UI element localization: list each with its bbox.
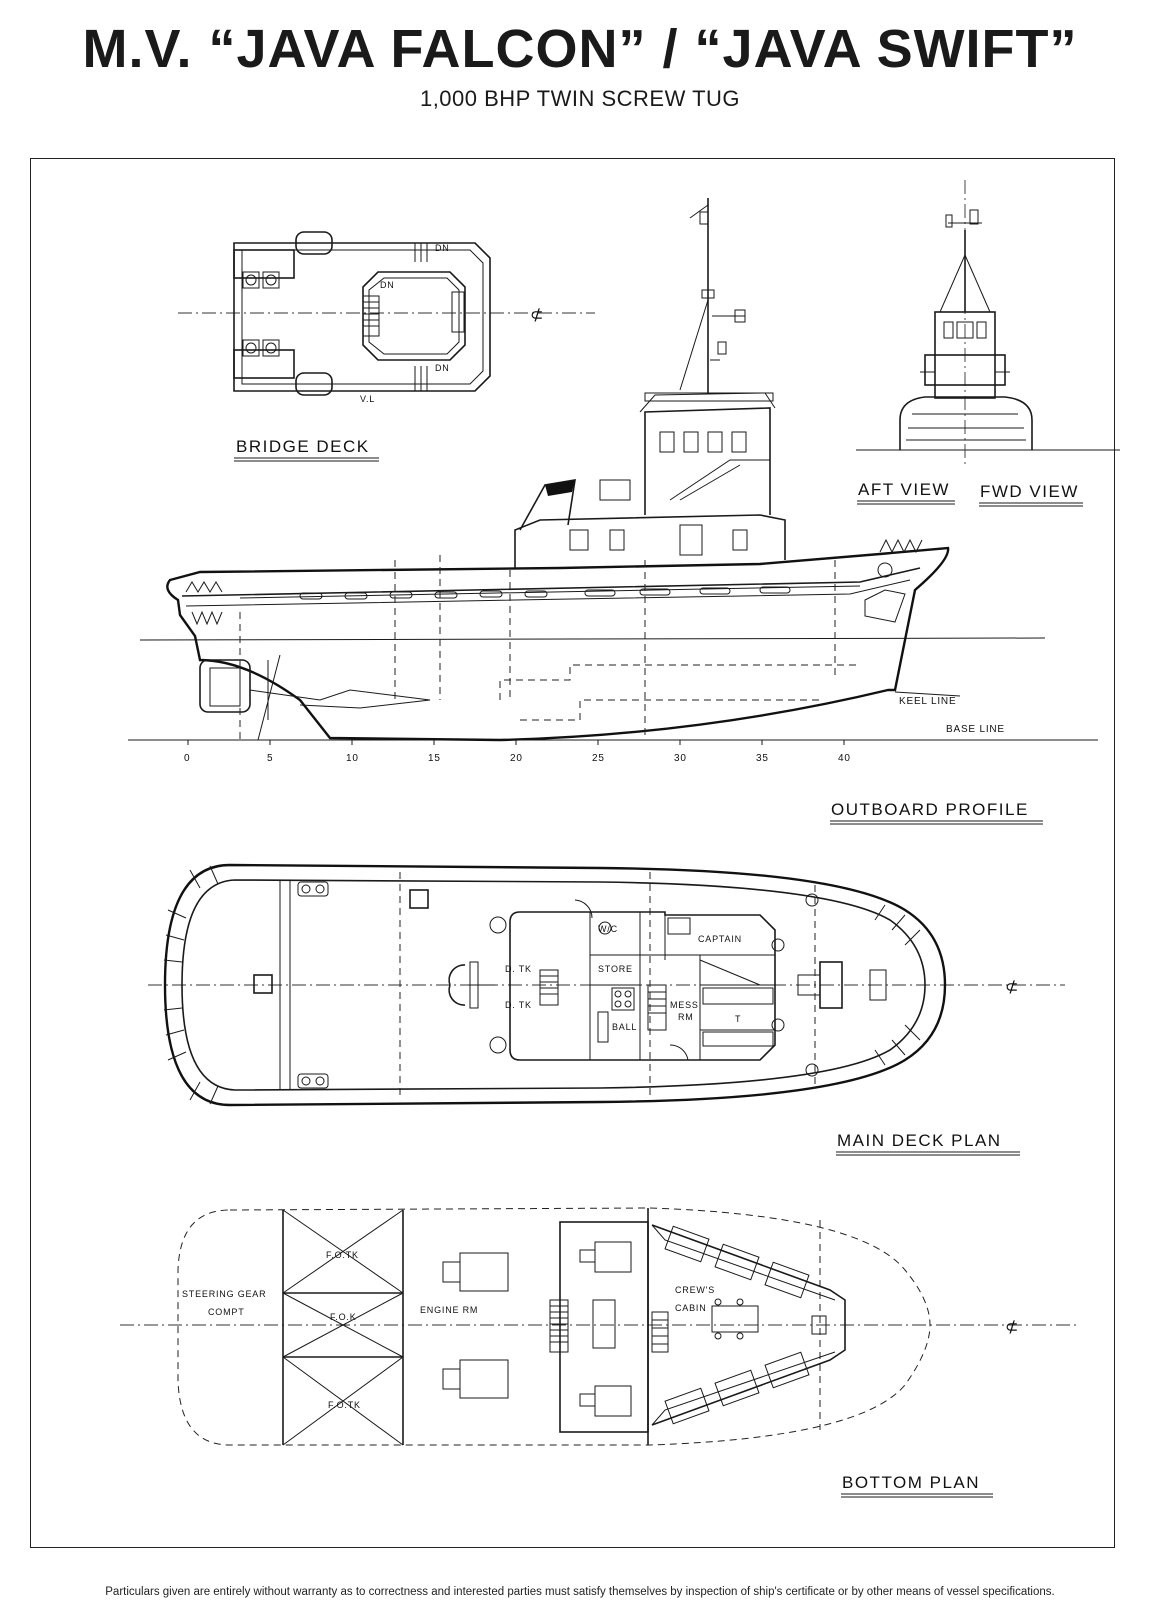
store-label: STORE bbox=[598, 964, 633, 974]
drawing-frame bbox=[30, 158, 1115, 1548]
frame-number-0: 0 bbox=[184, 753, 190, 764]
base-line-label: BASE LINE bbox=[946, 724, 1005, 735]
fo-k-label: F.O.K bbox=[330, 1312, 357, 1322]
frame-number-15: 15 bbox=[428, 753, 441, 764]
fwd-view-title: FWD VIEW bbox=[980, 482, 1079, 501]
outboard-profile-title: OUTBOARD PROFILE bbox=[831, 800, 1029, 819]
frame-number-5: 5 bbox=[267, 753, 273, 764]
main-deck-plan-title: MAIN DECK PLAN bbox=[837, 1131, 1002, 1150]
crews-label: CREW'S bbox=[675, 1285, 715, 1295]
bridge-dn-top-label: DN bbox=[435, 243, 450, 253]
outboard-profile: KEEL LINE BASE LINE 0 5 10 15 20 25 30 3… bbox=[128, 198, 1098, 764]
bottom-plan-title: BOTTOM PLAN bbox=[842, 1473, 980, 1492]
fo-tk-bottom-label: F.O.TK bbox=[328, 1400, 361, 1410]
frame-number-30: 30 bbox=[674, 753, 687, 764]
svg-text:⊄: ⊄ bbox=[530, 307, 543, 324]
bridge-dn-center-label: DN bbox=[380, 280, 395, 290]
compt-label: COMPT bbox=[208, 1307, 245, 1317]
bridge-vl-label: V.L bbox=[360, 394, 375, 404]
d-tk-upper-label: D. TK bbox=[505, 964, 532, 974]
frame-number-35: 35 bbox=[756, 753, 769, 764]
svg-text:⊄: ⊄ bbox=[1005, 979, 1018, 996]
bridge-deck-plan: ⊄ DN DN DN V.L bbox=[178, 231, 595, 404]
cabin-label: CABIN bbox=[675, 1303, 707, 1313]
frame-number-10: 10 bbox=[346, 753, 359, 764]
t-label: T bbox=[735, 1014, 741, 1024]
engine-rm-label: ENGINE RM bbox=[420, 1305, 478, 1315]
steering-gear-label: STEERING GEAR bbox=[182, 1289, 266, 1299]
bridge-deck-title: BRIDGE DECK bbox=[236, 437, 370, 456]
aft-fwd-view bbox=[856, 180, 1120, 465]
mess-label: MESS bbox=[670, 1000, 699, 1010]
frame-number-40: 40 bbox=[838, 753, 851, 764]
disclaimer-text: Particulars given are entirely without w… bbox=[105, 1586, 1055, 1598]
frame-number-20: 20 bbox=[510, 753, 523, 764]
page-subtitle: 1,000 BHP TWIN SCREW TUG bbox=[419, 86, 741, 111]
d-tk-lower-label: D. TK bbox=[505, 1000, 532, 1010]
wc-label: W/C bbox=[598, 924, 618, 934]
main-deck-plan: ⊄ bbox=[148, 863, 1065, 1107]
page-title: M.V. “JAVA FALCON” / “JAVA SWIFT” bbox=[82, 19, 1078, 79]
mess-rm-label: RM bbox=[678, 1012, 694, 1022]
keel-line-label: KEEL LINE bbox=[899, 696, 956, 707]
ball-label: BALL bbox=[612, 1022, 637, 1032]
aft-view-title: AFT VIEW bbox=[858, 480, 950, 499]
bridge-dn-bottom-label: DN bbox=[435, 363, 450, 373]
bottom-plan: ⊄ F.O. bbox=[120, 1207, 1080, 1446]
svg-text:⊄: ⊄ bbox=[1005, 1319, 1018, 1336]
frame-number-25: 25 bbox=[592, 753, 605, 764]
captain-label: CAPTAIN bbox=[698, 934, 742, 944]
fo-tk-top-label: F.O.TK bbox=[326, 1250, 359, 1260]
